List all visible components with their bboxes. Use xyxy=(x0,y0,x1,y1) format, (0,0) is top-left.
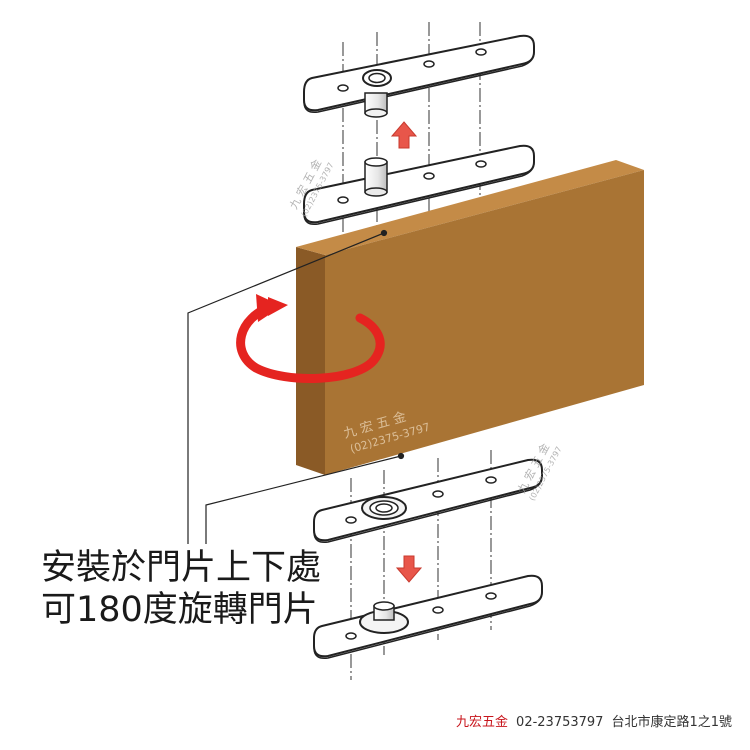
door-top-plate xyxy=(303,144,535,226)
down-arrow-icon xyxy=(395,555,423,583)
door-bottom-plate xyxy=(313,458,543,544)
floor-plate xyxy=(313,574,543,660)
caption-line-1: 安裝於門片上下處 xyxy=(41,548,322,588)
footer: 九宏五金 02-23753797 台北市康定路1之1號 xyxy=(456,711,732,730)
top-pivot-plate xyxy=(303,34,535,114)
rotate-arrow-icon xyxy=(236,294,385,383)
top-pin xyxy=(364,157,388,197)
footer-phone: 02-23753797 xyxy=(516,715,604,730)
top-bushing xyxy=(364,92,388,118)
footer-address: 台北市康定路1之1號 xyxy=(611,715,732,730)
floor-pin xyxy=(373,601,395,621)
caption-line-2: 可180度旋轉門片 xyxy=(41,590,318,630)
leader-lines xyxy=(187,229,405,544)
footer-brand: 九宏五金 xyxy=(456,715,509,730)
up-arrow-icon xyxy=(390,121,418,149)
